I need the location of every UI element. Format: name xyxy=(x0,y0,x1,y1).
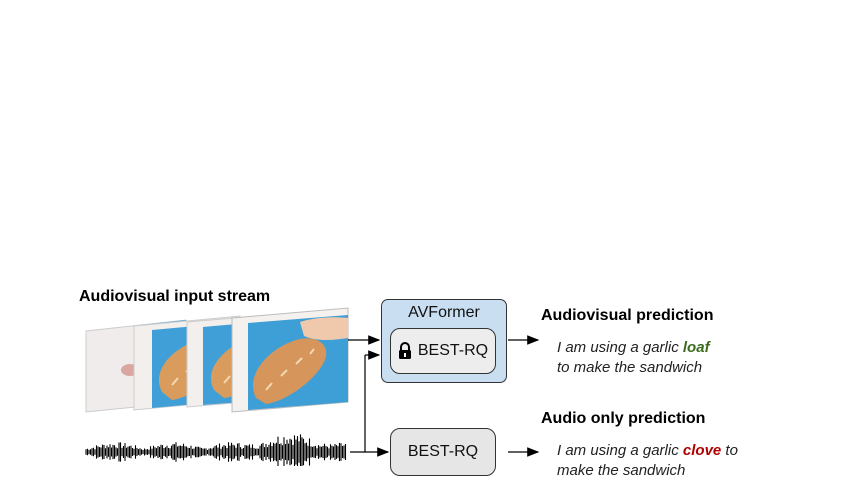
audiovisual-prediction-line2: to make the sandwich xyxy=(557,359,703,376)
lock-icon xyxy=(398,342,412,360)
audiovisual-prediction-text: I am using a garlic loaf to make the san… xyxy=(557,338,710,378)
audiovisual-prediction-prefix: I am using a garlic xyxy=(557,339,683,356)
audiovisual-prediction-heading: Audiovisual prediction xyxy=(541,307,714,324)
input-stream-title: Audiovisual input stream xyxy=(79,288,271,305)
audio-prediction-line2: make the sandwich xyxy=(557,462,686,479)
audio-prediction-prefix: I am using a garlic xyxy=(557,442,683,459)
audio-prediction-text: I am using a garlic clove to make the sa… xyxy=(557,441,738,481)
avformer-encoder-box: BEST-RQ xyxy=(390,328,496,374)
avformer-box: AVFormer BEST-RQ xyxy=(381,299,507,383)
diagram-canvas xyxy=(85,307,540,466)
waveform-path xyxy=(85,434,347,466)
audio-bestrq-label: BEST-RQ xyxy=(407,443,479,460)
avformer-encoder-label: BEST-RQ xyxy=(417,342,489,359)
audio-waveform xyxy=(85,434,347,466)
video-frame-4 xyxy=(231,307,349,413)
avformer-title: AVFormer xyxy=(408,304,480,321)
audio-prediction-word: clove xyxy=(682,442,722,459)
audio-prediction-suffix: to xyxy=(721,442,738,459)
audio-prediction-heading: Audio only prediction xyxy=(541,410,706,427)
audio-bestrq-box: BEST-RQ xyxy=(390,428,496,476)
audiovisual-prediction-word: loaf xyxy=(682,339,710,356)
